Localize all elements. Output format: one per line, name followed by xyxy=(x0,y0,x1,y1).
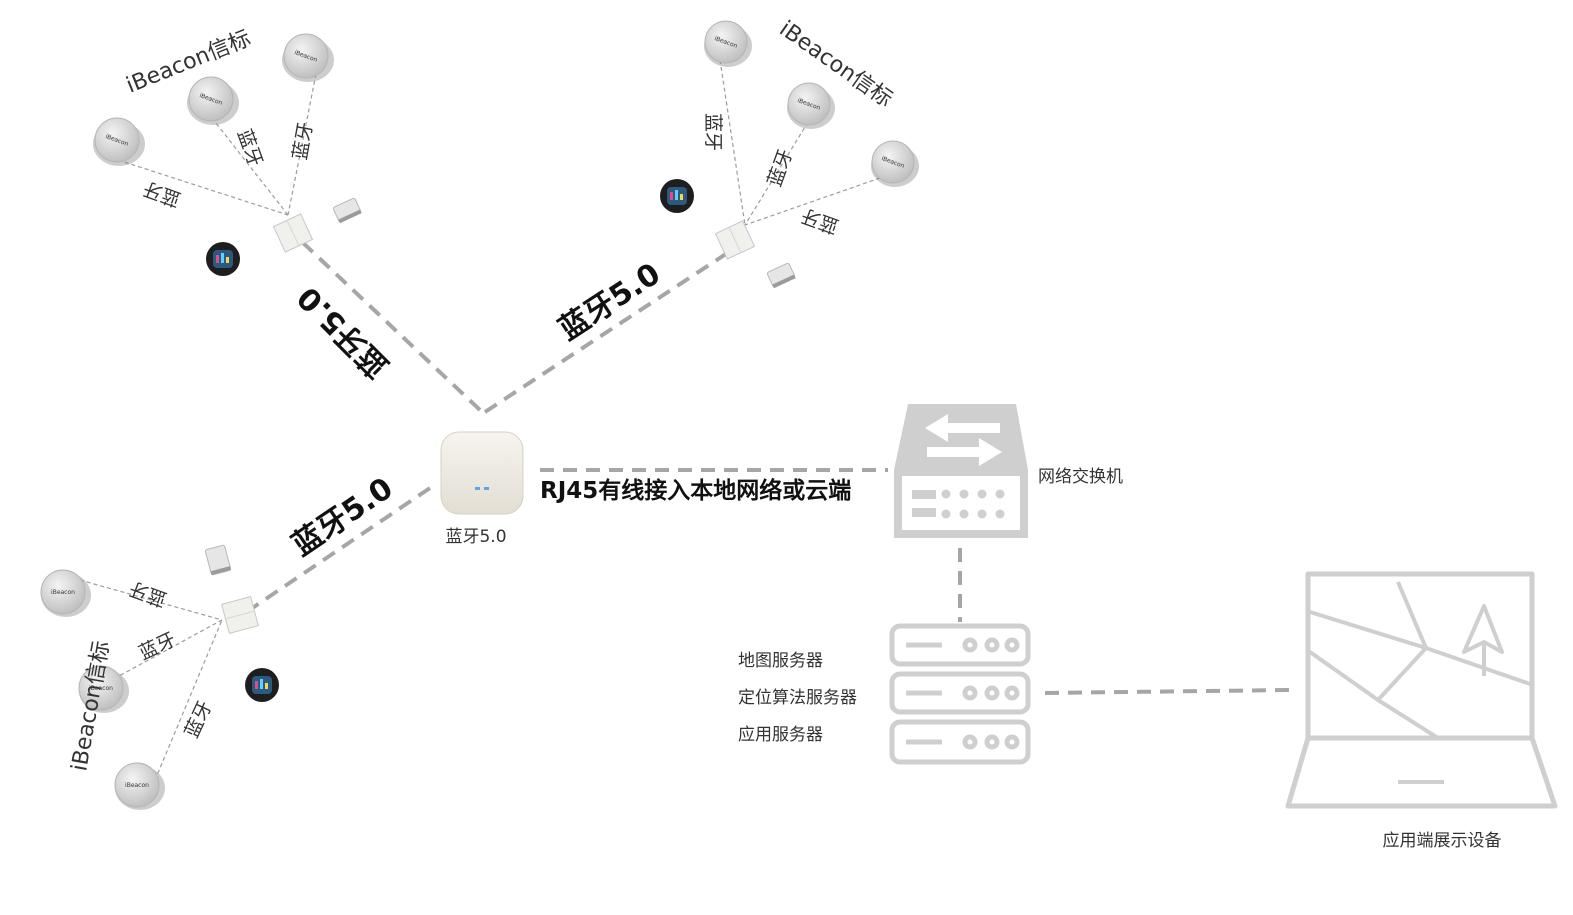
beacon-links xyxy=(79,59,881,781)
beacon-mark: iBeacon xyxy=(51,589,75,596)
bt-label: 蓝牙 xyxy=(136,629,180,665)
beacon-mark: iBeacon xyxy=(89,685,113,692)
bluetooth-node-icon xyxy=(221,596,259,634)
smartwatch-icon xyxy=(206,242,240,276)
tag-icon xyxy=(332,197,362,224)
bt-nodes xyxy=(221,213,756,634)
backbone-links xyxy=(243,238,1291,695)
switch-caption: 网络交换机 xyxy=(1038,467,1123,487)
bt50-link-label-bottom: 蓝牙5.0 xyxy=(286,471,399,563)
server-positioning-label: 定位算法服务器 xyxy=(738,688,857,708)
server-rack-icon xyxy=(889,623,1031,765)
bt-label: 蓝牙 xyxy=(181,698,217,742)
bluetooth-node-icon xyxy=(714,220,756,260)
bt50-link-label-right: 蓝牙5.0 xyxy=(553,257,667,348)
gateway-icon xyxy=(440,431,524,515)
beacon-icon: iBeacon xyxy=(78,665,129,713)
text-labels: iBeacon信标 iBeacon信标 iBeacon信标 蓝牙 蓝牙 蓝牙 蓝… xyxy=(67,16,1501,851)
smartwatch-icon xyxy=(660,179,694,213)
beacon-icon: iBeacon xyxy=(93,117,145,166)
beacon-icon: iBeacon xyxy=(282,33,334,82)
gateway-caption: 蓝牙5.0 xyxy=(445,527,506,547)
bt-label: 蓝牙 xyxy=(233,126,267,169)
beacon-icon: iBeacon xyxy=(114,762,165,810)
watches xyxy=(206,179,694,702)
beacons: iBeacon iBeacon iBeacon iBeacon iBeacon … xyxy=(40,20,919,810)
bt-label: 蓝牙 xyxy=(764,146,798,189)
tag-icon xyxy=(766,262,796,289)
tag-icon xyxy=(204,544,232,576)
laptop-icon xyxy=(1285,571,1558,809)
beacon-icon: iBeacon xyxy=(187,76,239,125)
bluetooth-node-icon xyxy=(272,213,314,253)
server-app-label: 应用服务器 xyxy=(738,725,823,745)
smartwatch-icon xyxy=(245,668,279,702)
beacon-icon: iBeacon xyxy=(40,569,91,617)
link-servers-display xyxy=(1044,688,1291,695)
bt-label: 蓝牙 xyxy=(702,113,724,151)
beacon-icon: iBeacon xyxy=(704,20,752,67)
server-map-label: 地图服务器 xyxy=(738,651,823,671)
bt-label: 蓝牙 xyxy=(126,577,169,611)
beacon-group-label-top-left: iBeacon信标 xyxy=(123,26,255,99)
bt-label: 蓝牙 xyxy=(289,120,317,161)
bt50-link-label-left: 蓝牙5.0 xyxy=(291,279,396,384)
tags xyxy=(204,197,796,576)
link-gateway-right-node xyxy=(483,246,737,414)
link-gateway-left-node xyxy=(298,238,482,412)
bt-label: 蓝牙 xyxy=(140,177,183,211)
beacon-icon: iBeacon xyxy=(871,140,919,187)
display-caption: 应用端展示设备 xyxy=(1383,831,1502,851)
beacon-mark: iBeacon xyxy=(125,782,149,789)
beacon-icon: iBeacon xyxy=(787,82,835,129)
switch-icon xyxy=(894,404,1028,538)
bt-label: 蓝牙 xyxy=(798,204,841,238)
link-gateway-bottom-node xyxy=(243,486,432,615)
rj45-caption: RJ45有线接入本地网络或云端 xyxy=(540,477,851,504)
